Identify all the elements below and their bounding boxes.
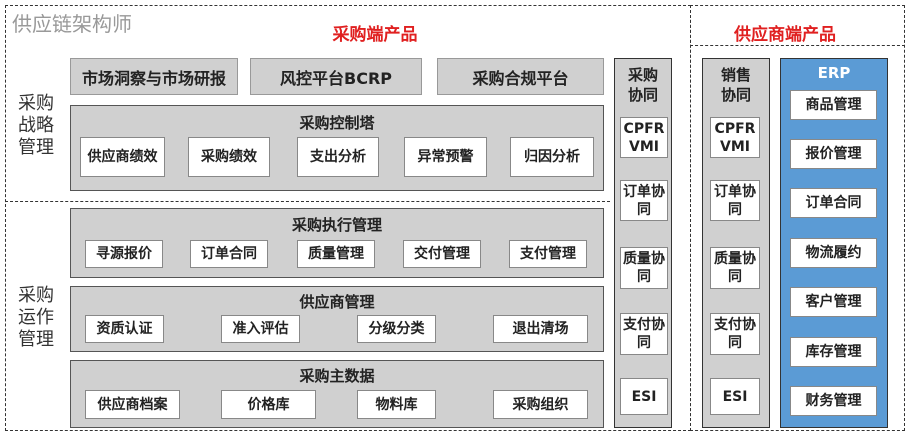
supplier-mgmt-item: 分级分类 (357, 315, 436, 343)
divider (690, 45, 905, 46)
sales-collab-item: ESI (710, 378, 760, 415)
supplier-frame (690, 5, 905, 431)
sales-collab-item: 订单协同 (710, 180, 760, 221)
erp-item: 商品管理 (790, 90, 877, 120)
erp-item: 客户管理 (790, 287, 877, 317)
erp-item: 订单合同 (790, 188, 877, 218)
control-tower-item: 异常预警 (404, 137, 487, 177)
purchase-collab-item: CPFR VMI (620, 117, 668, 158)
column-title: ERP (817, 64, 851, 82)
supplier-mgmt-item: 准入评估 (221, 315, 300, 343)
control-tower-item: 支出分析 (297, 137, 379, 177)
sales-collab: 销售协同 (702, 58, 770, 428)
master-data-item: 采购组织 (493, 390, 588, 419)
execution-item: 支付管理 (509, 240, 587, 268)
operation-label: 采购运作管理 (18, 285, 54, 350)
supplier-mgmt-item: 资质认证 (85, 315, 164, 343)
top-box: 市场洞察与市场研报 (70, 58, 238, 95)
sales-collab-item: 质量协同 (710, 247, 760, 289)
purchase-collab: 采购协同 (614, 58, 672, 428)
group-title: 供应商管理 (299, 293, 375, 311)
strategy-label: 采购战略管理 (18, 93, 54, 158)
top-box: 风控平台BCRP (250, 58, 422, 95)
execution-item: 交付管理 (403, 240, 481, 268)
control-tower-item: 归因分析 (510, 137, 594, 177)
purchase-collab-item: ESI (620, 378, 668, 415)
group-title: 采购主数据 (299, 367, 375, 385)
erp-item: 物流履约 (790, 238, 877, 268)
master-data-item: 物料库 (357, 390, 436, 419)
master-data-item: 价格库 (221, 390, 316, 419)
watermark: 供应链架构师 (12, 12, 132, 36)
divider (5, 201, 610, 202)
supplier-mgmt-item: 退出清场 (493, 315, 588, 343)
erp-item: 报价管理 (790, 139, 877, 169)
master-data-item: 供应商档案 (85, 390, 180, 419)
column-title: 销售协同 (720, 66, 751, 104)
execution-item: 订单合同 (190, 240, 268, 268)
erp-item: 财务管理 (790, 386, 877, 416)
execution-item: 质量管理 (297, 240, 375, 268)
column-title: 采购协同 (627, 66, 658, 104)
execution-item: 寻源报价 (85, 240, 163, 268)
control-tower-item: 采购绩效 (188, 137, 270, 177)
buyer-title: 采购端产品 (332, 25, 418, 45)
erp-item: 库存管理 (790, 337, 877, 367)
group-title: 采购执行管理 (291, 216, 382, 234)
control-tower-item: 供应商绩效 (80, 137, 165, 177)
supplier-title: 供应商端产品 (734, 25, 836, 45)
purchase-collab-item: 质量协同 (620, 247, 668, 289)
top-box: 采购合规平台 (437, 58, 604, 95)
purchase-collab-item: 订单协同 (620, 180, 668, 221)
sales-collab-item: CPFR VMI (710, 117, 760, 158)
sales-collab-item: 支付协同 (710, 313, 760, 355)
group-title: 采购控制塔 (299, 114, 375, 132)
purchase-collab-item: 支付协同 (620, 313, 668, 355)
